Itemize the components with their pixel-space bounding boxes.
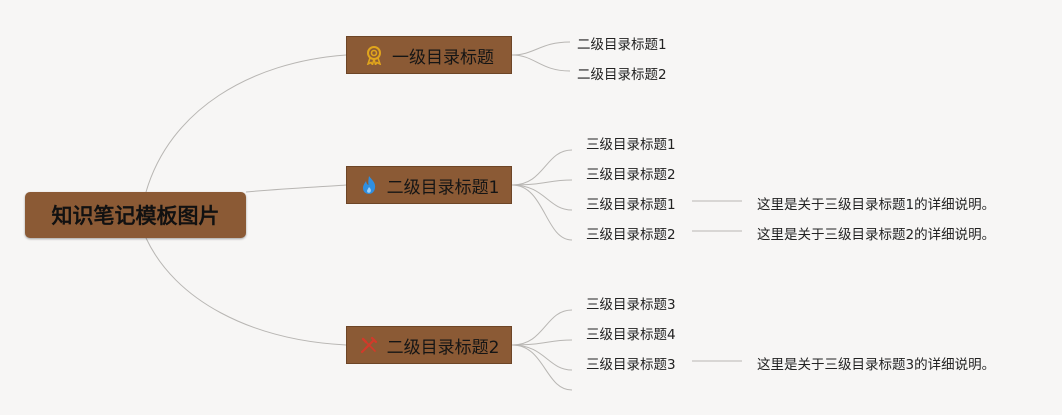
- leaf-note[interactable]: 这里是关于三级目录标题2的详细说明。: [757, 227, 996, 243]
- leaf-node[interactable]: 二级目录标题1: [577, 37, 667, 53]
- leaf-node[interactable]: 三级目录标题1: [586, 137, 676, 153]
- branch-node-2[interactable]: 二级目录标题1: [346, 166, 512, 204]
- branch-node-1[interactable]: 一级目录标题: [346, 36, 512, 74]
- root-node[interactable]: 知识笔记模板图片: [25, 192, 246, 238]
- leaf-node[interactable]: 三级目录标题4: [586, 327, 676, 343]
- award-icon: [364, 45, 384, 65]
- leaf-node[interactable]: 三级目录标题1: [586, 197, 676, 213]
- leaf-note[interactable]: 这里是关于三级目录标题1的详细说明。: [757, 197, 996, 213]
- branch-label: 二级目录标题2: [386, 337, 500, 358]
- root-label: 知识笔记模板图片: [51, 204, 220, 228]
- branch-label: 一级目录标题: [392, 47, 494, 68]
- leaf-node[interactable]: 三级目录标题2: [586, 227, 676, 243]
- flame-icon: [359, 175, 379, 195]
- leaf-node[interactable]: 二级目录标题2: [577, 67, 667, 83]
- leaf-note[interactable]: 这里是关于三级目录标题3的详细说明。: [757, 357, 996, 373]
- leaf-node[interactable]: 三级目录标题2: [586, 167, 676, 183]
- crossed-tools-icon: [359, 335, 379, 355]
- branch-label: 二级目录标题1: [386, 177, 500, 198]
- leaf-node[interactable]: 三级目录标题3: [586, 357, 676, 373]
- branch-node-3[interactable]: 二级目录标题2: [346, 326, 512, 364]
- leaf-node[interactable]: 三级目录标题3: [586, 297, 676, 313]
